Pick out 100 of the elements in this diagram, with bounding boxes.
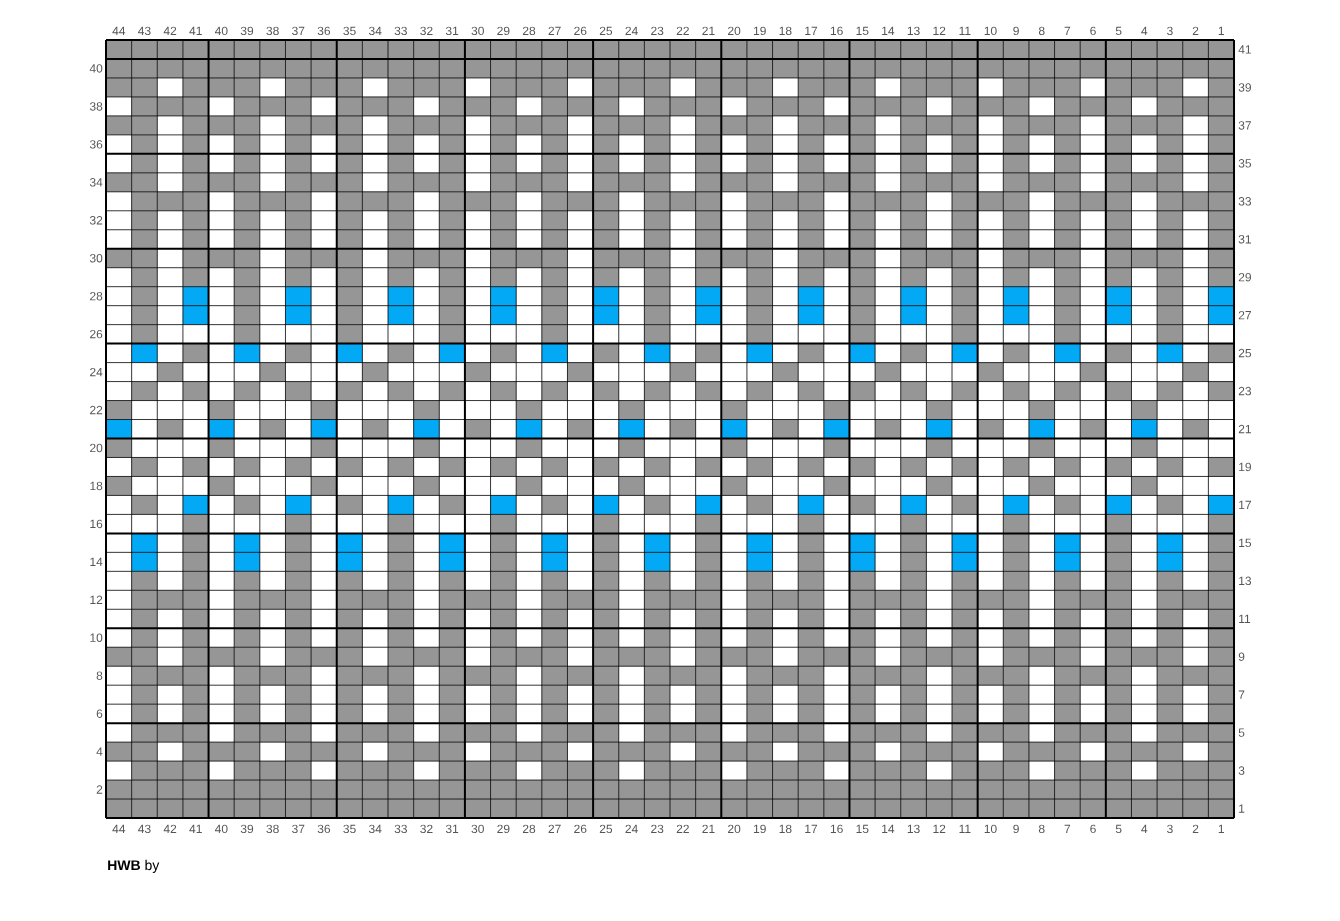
row-number: 30 — [89, 254, 103, 263]
column-number: 31 — [445, 824, 459, 834]
row-number: 24 — [90, 367, 103, 377]
column-number: 1 — [1218, 26, 1224, 35]
column-number: 24 — [625, 824, 638, 833]
column-number: 4 — [1141, 824, 1148, 833]
row-number: 17 — [1239, 500, 1251, 510]
column-number: 5 — [1115, 26, 1122, 36]
column-number: 2 — [1192, 26, 1199, 35]
column-number: 24 — [625, 26, 638, 35]
column-number: 43 — [138, 824, 151, 834]
row-number: 36 — [89, 140, 103, 149]
column-number: 15 — [856, 824, 869, 834]
row-number: 28 — [90, 291, 103, 301]
column-number: 18 — [779, 824, 792, 834]
column-number: 44 — [112, 824, 126, 833]
column-number: 26 — [574, 26, 587, 36]
column-number: 42 — [163, 824, 177, 833]
row-number: 25 — [1238, 348, 1252, 358]
column-number: 8 — [1038, 26, 1045, 36]
row-number: 35 — [1238, 159, 1252, 168]
column-number: 3 — [1167, 824, 1173, 834]
chart-title: HWB by — [108, 859, 160, 873]
column-number: 16 — [830, 824, 843, 834]
row-number: 32 — [89, 216, 103, 225]
column-number: 33 — [394, 824, 407, 834]
row-number: 16 — [90, 519, 103, 529]
column-number: 11 — [959, 824, 971, 833]
row-number: 19 — [1239, 462, 1251, 472]
column-number: 17 — [805, 824, 818, 833]
row-number: 10 — [90, 633, 103, 642]
column-number: 20 — [728, 824, 741, 834]
column-number: 34 — [368, 26, 382, 36]
row-number: 29 — [1238, 272, 1251, 282]
row-number: 6 — [96, 709, 103, 718]
column-number: 15 — [856, 26, 869, 36]
column-number: 33 — [394, 26, 407, 36]
row-number: 37 — [1238, 121, 1251, 130]
column-number: 26 — [574, 824, 587, 834]
row-number: 34 — [89, 178, 103, 187]
row-number: 20 — [90, 443, 103, 453]
column-number: 40 — [214, 26, 228, 36]
column-number: 23 — [651, 26, 664, 36]
row-number: 18 — [90, 481, 103, 491]
row-number: 7 — [1238, 690, 1245, 699]
row-number: 2 — [96, 785, 103, 794]
column-number: 17 — [805, 26, 818, 35]
column-number: 9 — [1013, 824, 1019, 834]
column-number: 8 — [1038, 824, 1045, 834]
column-number: 32 — [420, 824, 433, 834]
row-number: 4 — [96, 747, 103, 756]
column-number: 7 — [1064, 824, 1071, 833]
row-number: 9 — [1238, 652, 1245, 661]
column-number: 12 — [933, 26, 946, 35]
column-number: 2 — [1192, 824, 1199, 833]
column-number: 38 — [266, 26, 279, 36]
column-number: 43 — [138, 26, 151, 36]
row-number: 23 — [1238, 386, 1252, 396]
column-number: 30 — [471, 26, 484, 36]
column-number: 5 — [1115, 824, 1122, 834]
row-number: 1 — [1239, 804, 1245, 813]
column-number: 22 — [676, 26, 689, 35]
column-number: 19 — [754, 824, 766, 834]
column-number: 27 — [548, 824, 561, 833]
column-number: 14 — [882, 824, 895, 833]
row-number: 38 — [89, 102, 103, 111]
column-number: 28 — [522, 26, 536, 36]
row-number: 3 — [1238, 766, 1245, 775]
column-number: 40 — [214, 824, 228, 834]
column-number: 37 — [292, 824, 305, 834]
column-number: 1 — [1218, 824, 1224, 833]
row-number: 11 — [1239, 614, 1251, 623]
column-number: 41 — [189, 26, 202, 35]
column-number: 6 — [1090, 824, 1096, 834]
column-number: 34 — [368, 824, 382, 834]
column-number: 41 — [189, 824, 202, 833]
column-number: 25 — [599, 26, 613, 36]
column-number: 22 — [676, 824, 689, 833]
column-number: 39 — [240, 824, 254, 834]
column-number: 44 — [112, 26, 126, 35]
row-number: 21 — [1238, 424, 1251, 434]
column-number: 13 — [907, 26, 920, 36]
column-number: 16 — [830, 26, 843, 36]
column-number: 9 — [1013, 26, 1019, 36]
column-number: 20 — [728, 26, 741, 36]
column-number: 42 — [163, 26, 177, 35]
row-number: 40 — [89, 64, 103, 73]
column-number: 21 — [702, 824, 715, 833]
row-number: 41 — [1238, 45, 1251, 54]
column-number: 35 — [343, 824, 356, 834]
column-number: 7 — [1064, 26, 1071, 35]
column-number: 10 — [984, 824, 997, 834]
row-number: 26 — [90, 329, 103, 339]
column-number: 18 — [779, 26, 792, 36]
row-number: 27 — [1238, 310, 1251, 320]
row-number: 13 — [1239, 576, 1252, 586]
column-number: 13 — [907, 824, 920, 834]
column-number: 23 — [651, 824, 664, 834]
row-number: 22 — [90, 405, 103, 415]
row-number: 39 — [1238, 83, 1251, 92]
